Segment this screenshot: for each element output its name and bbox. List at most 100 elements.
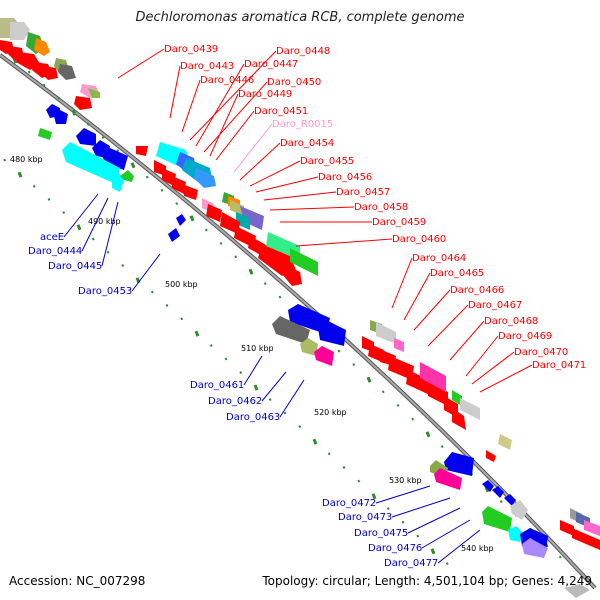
tick-mark: [283, 411, 287, 415]
gene-label[interactable]: Daro_0448: [276, 46, 330, 57]
leader-line: [181, 79, 201, 133]
gene-arrow[interactable]: [182, 184, 198, 200]
gene-arrow[interactable]: [394, 338, 404, 352]
gene-arrow[interactable]: [376, 322, 396, 344]
gene-arrow[interactable]: [34, 38, 50, 56]
gene-arrow[interactable]: [290, 248, 318, 276]
gene-arrow[interactable]: [136, 146, 148, 156]
gene-arrow[interactable]: [486, 450, 496, 462]
tick-mark: [116, 149, 120, 153]
gene-arrow[interactable]: [172, 176, 186, 194]
gene-label[interactable]: Daro_0471: [532, 360, 586, 371]
gene-arrow[interactable]: [498, 434, 512, 450]
gene-label[interactable]: Daro_0456: [318, 172, 372, 183]
gene-arrow[interactable]: [460, 398, 480, 420]
gene-label[interactable]: Daro_0450: [267, 77, 321, 88]
gene-arrow[interactable]: [492, 486, 504, 498]
gene-label[interactable]: Daro_0473: [338, 512, 392, 523]
gene-label[interactable]: Daro_0464: [412, 253, 466, 264]
gene-arrow[interactable]: [240, 206, 264, 230]
gene-arrow[interactable]: [300, 338, 318, 356]
gene-arrow[interactable]: [314, 346, 334, 366]
gene-arrow[interactable]: [74, 96, 92, 110]
gene-arrow[interactable]: [120, 170, 134, 182]
gene-arrow[interactable]: [42, 66, 58, 80]
gene-label[interactable]: Daro_0468: [484, 316, 538, 327]
leader-line: [261, 371, 287, 402]
gene-arrow[interactable]: [194, 168, 216, 188]
gene-label[interactable]: Daro_0443: [180, 61, 234, 72]
gene-label[interactable]: Daro_0449: [238, 89, 292, 100]
gene-label[interactable]: Daro_0466: [450, 285, 504, 296]
gene-arrow[interactable]: [452, 390, 462, 406]
gene-arrow[interactable]: [504, 494, 516, 506]
gene-arrow[interactable]: [452, 408, 466, 430]
tick-mark: [386, 507, 390, 510]
gene-label[interactable]: Daro_0451: [254, 106, 308, 117]
gene-label[interactable]: Daro_0454: [280, 138, 334, 149]
leader-line: [403, 272, 431, 321]
gene-arrow[interactable]: [444, 452, 474, 476]
gene-arrow[interactable]: [586, 534, 600, 550]
gene-arrow[interactable]: [428, 382, 448, 406]
gene-label[interactable]: Daro_0477: [384, 558, 438, 569]
gene-arrow[interactable]: [76, 128, 96, 146]
gene-label[interactable]: Daro_0465: [430, 268, 484, 279]
gene-label[interactable]: Daro_0447: [244, 59, 298, 70]
gene-arrow[interactable]: [206, 204, 222, 222]
gene-label[interactable]: Daro_0476: [368, 543, 422, 554]
gene-arrow[interactable]: [434, 468, 462, 490]
gene-arrow[interactable]: [564, 584, 590, 598]
gene-arrow[interactable]: [482, 506, 512, 532]
gene-label[interactable]: Daro_0470: [514, 347, 568, 358]
tick-mark: [430, 548, 436, 555]
gene-label[interactable]: Daro_0446: [200, 75, 254, 86]
gene-label[interactable]: Daro_0463: [226, 412, 280, 423]
gene-arrow[interactable]: [168, 228, 180, 242]
gene-arrow[interactable]: [88, 88, 100, 98]
gene-label[interactable]: Daro_0469: [498, 331, 552, 342]
gene-label[interactable]: Daro_0462: [208, 396, 262, 407]
gene-arrow[interactable]: [572, 528, 586, 544]
gene-arrow[interactable]: [584, 520, 600, 536]
gene-label[interactable]: Daro_0453: [78, 286, 132, 297]
gene-label[interactable]: Daro_0459: [372, 217, 426, 228]
gene-arrow[interactable]: [482, 480, 494, 492]
gene-arrow[interactable]: [236, 212, 250, 230]
gene-label[interactable]: aceE: [40, 232, 64, 243]
gene-arrow[interactable]: [560, 520, 574, 536]
gene-arrow[interactable]: [420, 362, 446, 392]
gene-arrow[interactable]: [282, 264, 302, 286]
gene-arrow[interactable]: [510, 500, 528, 520]
gene-arrow[interactable]: [230, 200, 244, 216]
gene-arrow[interactable]: [318, 320, 346, 346]
gene-arrow[interactable]: [272, 316, 310, 344]
tick-mark: [180, 317, 184, 321]
gene-arrow[interactable]: [58, 64, 76, 80]
gene-arrow[interactable]: [522, 538, 548, 558]
tick-mark: [263, 282, 267, 286]
gene-label[interactable]: Daro_0475: [354, 528, 408, 539]
gene-label[interactable]: Daro_0444: [28, 246, 82, 257]
gene-label[interactable]: Daro_0455: [300, 156, 354, 167]
gene-label[interactable]: Daro_0439: [164, 44, 218, 55]
gene-arrow[interactable]: [38, 128, 52, 140]
gene-arrow[interactable]: [54, 110, 68, 124]
gene-arrow[interactable]: [62, 142, 120, 184]
gene-label[interactable]: Daro_0460: [392, 234, 446, 245]
gene-arrow[interactable]: [220, 212, 240, 234]
gene-arrow[interactable]: [176, 214, 186, 226]
gene-label[interactable]: Daro_0458: [354, 202, 408, 213]
gene-arrow[interactable]: [368, 344, 384, 362]
gene-arrow[interactable]: [406, 370, 434, 396]
gene-label[interactable]: Daro_0445: [48, 261, 102, 272]
gene-label[interactable]: Daro_R0015: [272, 119, 333, 130]
gene-label[interactable]: Daro_0467: [468, 300, 522, 311]
gene-label[interactable]: Daro_0457: [336, 187, 390, 198]
gene-label[interactable]: Daro_0472: [322, 498, 376, 509]
gene-label[interactable]: Daro_0461: [190, 380, 244, 391]
leader-line: [471, 351, 515, 385]
tick-mark: [357, 479, 361, 483]
gene-arrow[interactable]: [10, 22, 30, 40]
gene-arrow[interactable]: [508, 526, 524, 542]
